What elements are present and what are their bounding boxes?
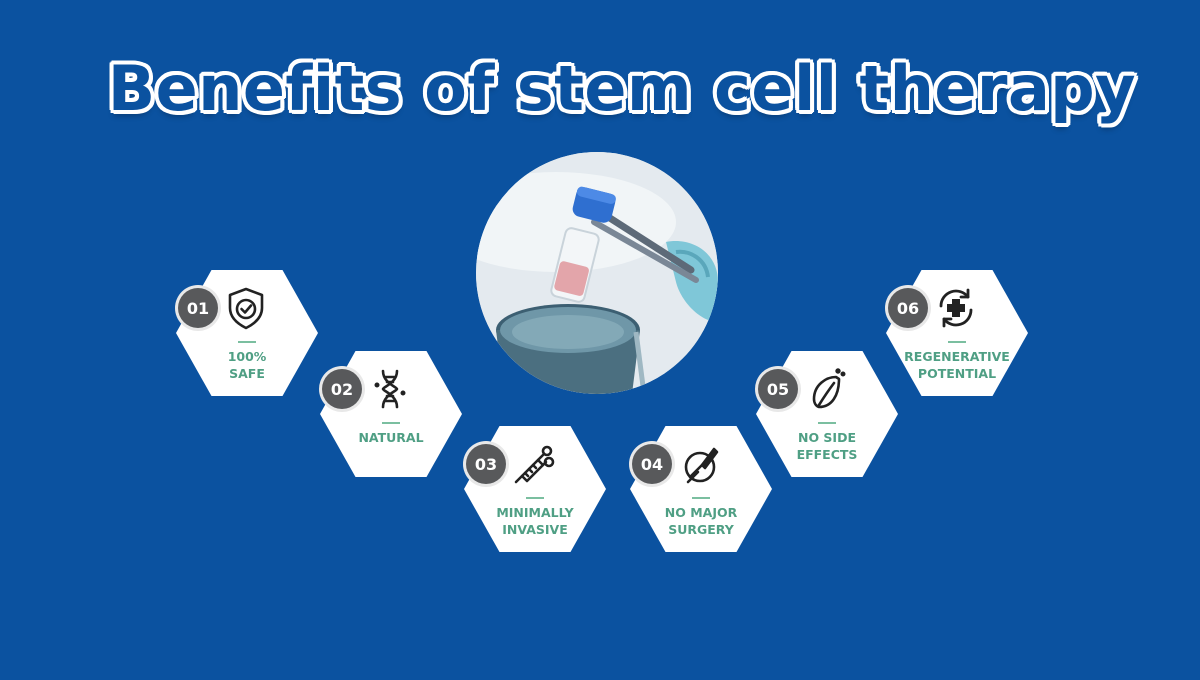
benefit-label: NATURAL xyxy=(358,430,424,445)
divider xyxy=(382,422,400,424)
shield-check-icon xyxy=(222,284,270,332)
dna-icon xyxy=(366,365,414,413)
regenerate-plus-icon xyxy=(932,284,980,332)
divider xyxy=(238,341,256,343)
benefit-no-side-effects: 05 NO SIDE EFFECTS xyxy=(756,351,898,477)
benefit-number: 04 xyxy=(632,444,672,484)
benefit-safe: 01 100% SAFE xyxy=(176,270,318,396)
benefit-label: MINIMALLY INVASIVE xyxy=(496,505,574,537)
benefit-label: NO SIDE EFFECTS xyxy=(796,430,858,462)
benefit-label: NO MAJOR SURGERY xyxy=(664,505,738,537)
benefit-no-major-surgery: 04 NO MAJOR SURGERY xyxy=(630,426,772,552)
divider xyxy=(818,422,836,424)
syringe-icon xyxy=(510,440,558,488)
benefit-number: 05 xyxy=(758,369,798,409)
benefit-label: 100% SAFE xyxy=(227,349,267,381)
benefit-number: 01 xyxy=(178,288,218,328)
benefit-number: 06 xyxy=(888,288,928,328)
divider xyxy=(948,341,966,343)
benefit-label: REGENERATIVE POTENTIAL xyxy=(904,349,1010,381)
no-scalpel-icon xyxy=(676,440,724,488)
divider xyxy=(526,497,544,499)
benefit-number: 03 xyxy=(466,444,506,484)
divider xyxy=(692,497,710,499)
benefit-minimally-invasive: 03 MINIMALLY INVASIVE xyxy=(464,426,606,552)
benefit-regenerative-potential: 06 REGENERATIVE POTENTIAL xyxy=(886,270,1028,396)
leaf-icon xyxy=(802,365,850,413)
page-title: Benefits of stem cell therapy xyxy=(107,52,1137,125)
benefit-natural: 02 NATURAL xyxy=(320,351,462,477)
benefit-number: 02 xyxy=(322,369,362,409)
vial-in-tweezers-cryo-photo xyxy=(476,152,718,394)
